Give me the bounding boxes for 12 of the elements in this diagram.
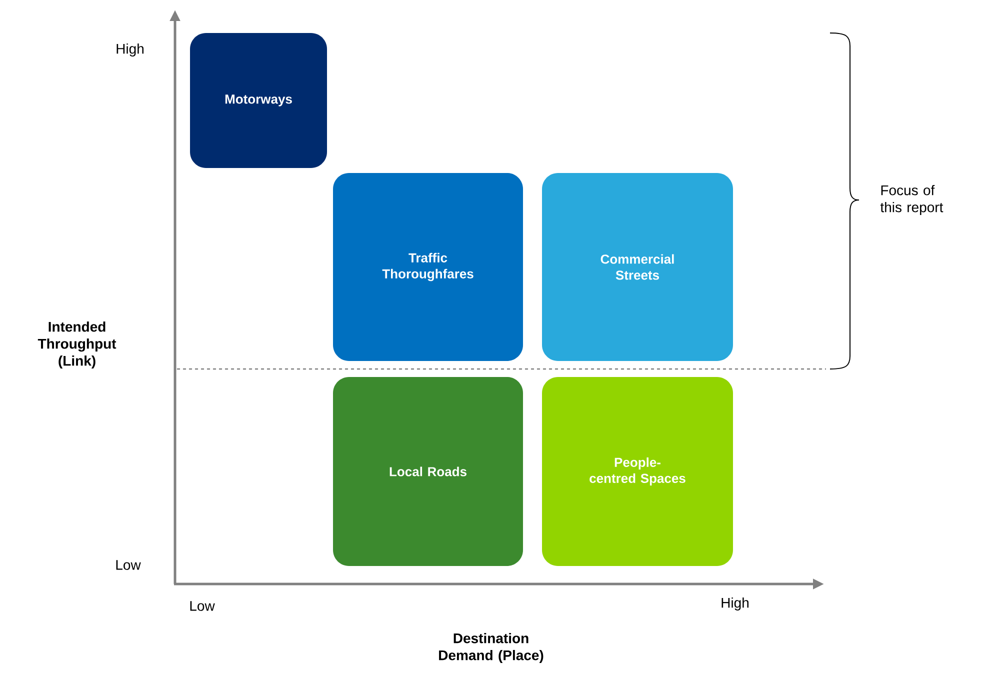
- category-box: Commercial Streets: [542, 173, 733, 361]
- axis-label: Destination Demand (Place): [439, 632, 544, 664]
- axis-label: Intended Throughput (Link): [38, 321, 116, 369]
- category-box: Traffic Thoroughfares: [333, 173, 523, 361]
- axis-label: High: [116, 43, 144, 57]
- category-box: Motorways: [190, 33, 327, 168]
- axis-label: Low: [116, 560, 141, 570]
- category-box: People-centred Spaces: [542, 377, 733, 566]
- category-box: Local Roads: [333, 377, 523, 566]
- axis-label: Focus of this report: [880, 184, 944, 215]
- axis-label: High: [722, 597, 748, 611]
- axis-label: Low: [190, 601, 215, 611]
